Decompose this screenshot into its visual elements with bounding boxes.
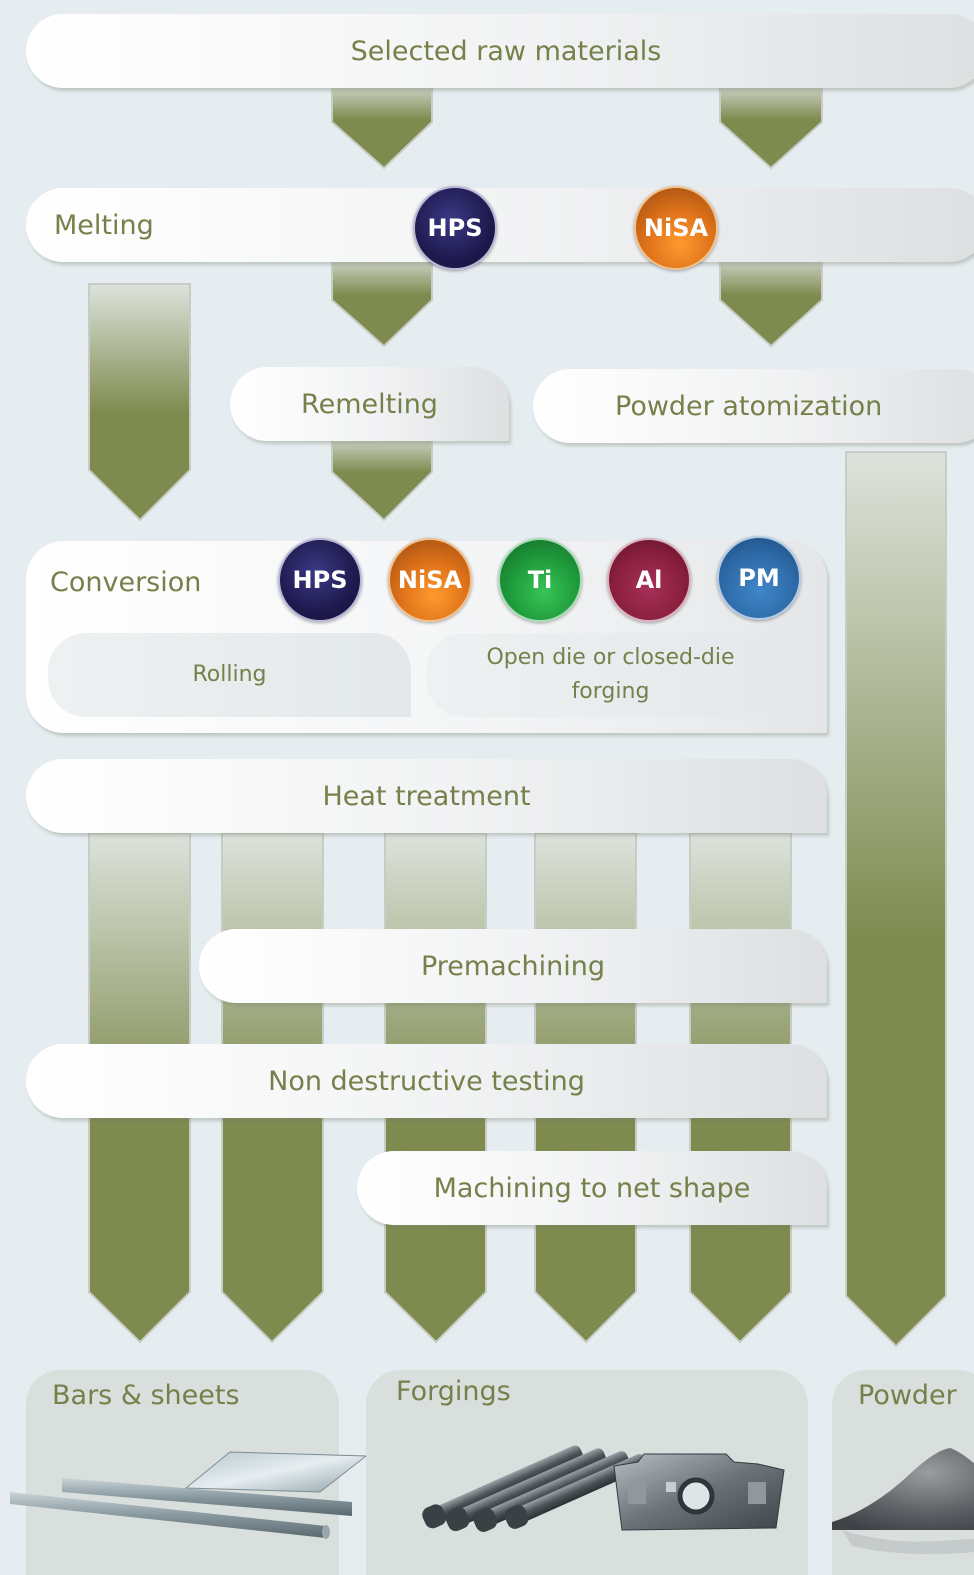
step-raw-materials-label: Selected raw materials [350,35,662,67]
forgings-image [422,1445,785,1532]
badge-ti-conversion: Ti [498,538,582,622]
step-machining-label: Machining to net shape [433,1172,751,1204]
product-forgings-label: Forgings [396,1376,511,1407]
step-premachining-label: Premachining [420,950,606,982]
step-ndt-label: Non destructive testing [268,1065,585,1097]
arrow-melting-to-conversion [88,283,191,522]
arrow-raw-to-hps [331,87,433,170]
bars-sheets-image [10,1451,368,1539]
substep-forging: Open die or closed-die forging [426,633,795,717]
step-machining: Machining to net shape [357,1151,827,1225]
step-remelting: Remelting [230,367,509,441]
step-melting-label: Melting [54,209,154,241]
arrow-raw-to-nisa [719,87,823,170]
badge-hps-melting: HPS [413,186,497,270]
badge-hps-conversion: HPS [278,538,362,622]
step-heat-treatment: Heat treatment [26,759,827,833]
badge-nisa-melting: NiSA [634,186,718,270]
step-heat-treatment-label: Heat treatment [322,780,531,812]
arrow-remelting-to-conversion [331,440,433,522]
substep-rolling: Rolling [48,633,411,717]
arrow-atomization-to-powder [845,451,947,1348]
step-raw-materials: Selected raw materials [26,14,974,88]
step-conversion: Conversion Rolling Open die or closed-di… [26,541,827,733]
product-powder-label: Powder [858,1380,957,1411]
powder-image [832,1448,974,1555]
badge-pm-conversion: PM [717,536,801,620]
product-powder: Powder [832,1370,974,1575]
step-powder-atomization: Powder atomization [533,369,974,443]
arrow-melting-to-atomization [719,261,823,348]
step-ndt: Non destructive testing [26,1044,827,1118]
step-melting: Melting [26,188,974,262]
badge-al-conversion: Al [607,538,691,622]
step-remelting-label: Remelting [301,388,438,420]
arrow-melting-to-remelting [331,261,433,348]
step-premachining: Premachining [199,929,827,1003]
product-bars-sheets-label: Bars & sheets [52,1380,240,1411]
badge-nisa-conversion: NiSA [388,538,472,622]
product-forgings: Forgings [366,1370,808,1575]
step-conversion-label: Conversion [50,567,202,598]
step-powder-atomization-label: Powder atomization [615,390,883,422]
